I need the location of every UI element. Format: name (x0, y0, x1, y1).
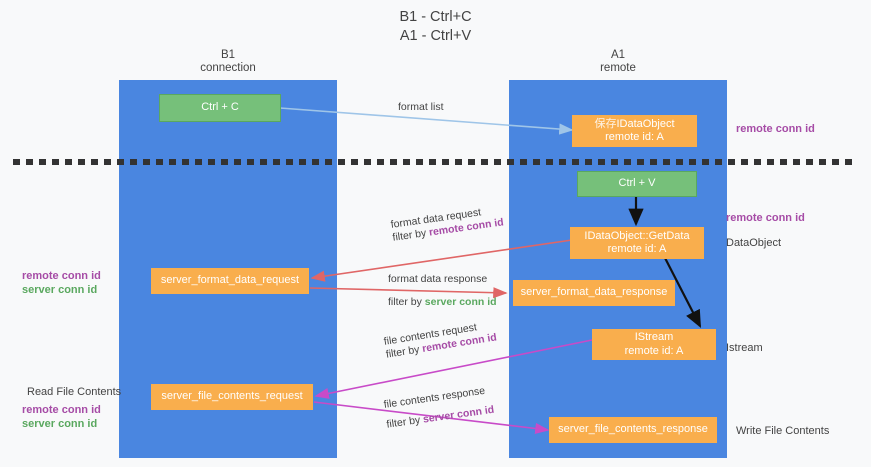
annotation-right-remote-conn-id-mid-text: remote conn id (726, 212, 805, 224)
annotation-left-read-file-contents-text: Read File Contents (27, 386, 122, 398)
node-ctrl-v[interactable]: Ctrl + V (577, 171, 697, 197)
annotation-left-read-file-contents: Read File Contents (27, 385, 121, 399)
annotation-right-dataobject: DataObject (726, 236, 781, 250)
node-store-idataobject[interactable]: 保存 保存 IDataObject remote id: A (572, 115, 697, 147)
edge-label-fdresp-key: server conn id (424, 296, 497, 308)
node-ctrl-c[interactable]: Ctrl + C (159, 94, 281, 122)
node-server-format-data-response-label: server_format_data_response (520, 286, 668, 299)
annotation-left-server-conn-id-upper: server conn id (22, 284, 98, 296)
node-store-idataobject-main: IDataObject (616, 117, 675, 130)
annotation-right-remote-conn-id-top-text: remote conn id (736, 123, 815, 135)
lane-title-a1: A1 remote (509, 49, 727, 75)
node-idataobject-getdata-label: IDataObject::GetData (584, 229, 690, 242)
annotation-left-remote-conn-id-upper: remote conn id (22, 270, 101, 282)
node-istream[interactable]: IStream remote id: A (592, 329, 716, 360)
annotation-right-istream: Istream (726, 341, 763, 355)
node-store-idataobject-overlap-glyphs: 保存 保存 (594, 118, 616, 132)
edge-label-fdresp-prefix: filter by (388, 296, 425, 308)
edge-label-fcresp-prefix: filter by (385, 413, 424, 431)
lane-title-b1-line-1: B1 (220, 49, 236, 61)
annotation-left-remote-conn-id-lower: remote conn id (22, 404, 101, 416)
node-server-file-contents-response-label: server_file_contents_response (558, 423, 708, 436)
node-server-format-data-response[interactable]: server_format_data_response (513, 280, 675, 306)
diagram-title: B1 - Ctrl+C A1 - Ctrl+V (0, 8, 871, 46)
lane-title-b1-line-2: connection (200, 62, 256, 74)
node-server-file-contents-response[interactable]: server_file_contents_response (549, 417, 717, 443)
edge-label-format-list: format list (398, 101, 444, 114)
edge-label-format-data-response-line1: format data response (388, 273, 488, 285)
diagram-title-line-1: B1 - Ctrl+C (399, 9, 472, 25)
edge-label-file-contents-request: file contents request filter by remote c… (383, 318, 498, 361)
annotation-right-dataobject-text: DataObject (726, 237, 782, 249)
edge-label-fcresp-key: server conn id (422, 403, 495, 426)
annotation-left-conn-ids-upper: remote conn id server conn id (22, 269, 101, 297)
node-store-idataobject-sub: remote id: A (605, 131, 664, 143)
node-istream-sub: remote id: A (624, 344, 684, 357)
edge-label-format-data-response-line2: filter by server conn id (388, 296, 497, 309)
edge-label-file-contents-response: file contents response filter by server … (383, 384, 495, 432)
node-server-file-contents-request[interactable]: server_file_contents_request (151, 384, 313, 410)
annotation-right-write-file-contents-text: Write File Contents (736, 425, 830, 437)
edge-label-format-data-response: format data response filter by server co… (388, 273, 497, 309)
lane-title-a1-line-1: A1 (610, 49, 626, 61)
annotation-right-istream-text: Istream (726, 342, 763, 354)
edge-label-format-data-request: format data request filter by remote con… (390, 203, 505, 244)
node-ctrl-c-label: Ctrl + C (201, 101, 239, 114)
node-server-file-contents-request-label: server_file_contents_request (161, 390, 303, 403)
annotation-left-server-conn-id-lower: server conn id (22, 418, 98, 430)
annotation-left-conn-ids-lower: remote conn id server conn id (22, 403, 101, 431)
node-store-idataobject-label: 保存 保存 IDataObject (594, 118, 674, 132)
node-idataobject-getdata[interactable]: IDataObject::GetData remote id: A (570, 227, 704, 259)
lane-title-b1: B1 connection (119, 49, 337, 75)
node-istream-label: IStream (634, 331, 674, 343)
node-server-format-data-request-label: server_format_data_request (160, 274, 300, 287)
lane-title-a1-line-2: remote (600, 62, 636, 74)
node-ctrl-v-label: Ctrl + V (618, 177, 656, 190)
annotation-right-remote-conn-id-mid: remote conn id (726, 211, 805, 225)
overlap-glyph-1: 保存 (594, 117, 617, 130)
node-idataobject-getdata-sub: remote id: A (607, 243, 667, 255)
annotation-right-write-file-contents: Write File Contents (736, 424, 829, 438)
diagram-title-line-2: A1 - Ctrl+V (399, 28, 472, 44)
edge-label-format-list-text: format list (398, 101, 444, 113)
annotation-right-remote-conn-id-top: remote conn id (736, 122, 815, 136)
node-server-format-data-request[interactable]: server_format_data_request (151, 268, 309, 294)
